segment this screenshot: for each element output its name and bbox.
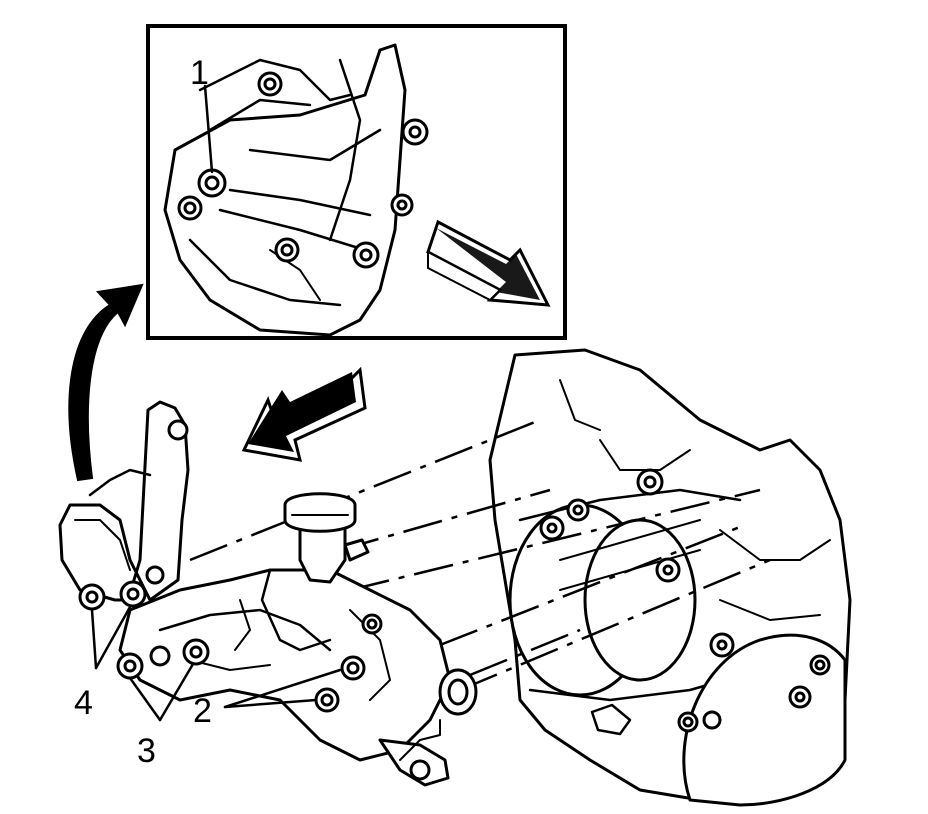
inset-bolt [257, 71, 283, 97]
engine-bolt [788, 685, 812, 709]
engine-bolt [655, 557, 681, 583]
inset-bolt [274, 237, 300, 263]
engine-bolt [566, 498, 590, 522]
engine-bolt [636, 468, 664, 496]
bolt-3 [116, 652, 144, 680]
direction-arrow-icon [241, 366, 367, 462]
callout-1-label: 1 [190, 54, 209, 92]
inset-bolt [401, 118, 429, 146]
curved-arrow-icon [68, 283, 144, 482]
callout-4-label: 4 [74, 684, 93, 722]
bracket-assembly-drawing [58, 400, 478, 787]
inset-bolt [197, 168, 227, 198]
bolt-2 [340, 655, 366, 681]
callout-2: 2 [193, 668, 342, 730]
alignment-lines [189, 418, 771, 692]
bolt-4 [78, 583, 106, 611]
bolt-3 [182, 638, 210, 666]
bolt-4 [119, 580, 147, 608]
small-clip [590, 703, 632, 736]
inset-bolt [352, 241, 380, 269]
inset-bolt [177, 195, 203, 221]
bolt-2 [314, 687, 340, 713]
engine-bolt [539, 515, 565, 541]
engine-bolt [677, 711, 699, 733]
bolt-2 [361, 613, 383, 635]
detail-inset: 1 [146, 24, 567, 340]
callout-2-label: 2 [193, 692, 212, 730]
callout-3-label: 3 [137, 732, 156, 770]
direction-arrow-icon [426, 219, 551, 307]
inset-bracket-drawing [163, 43, 429, 336]
engine-bolt [809, 654, 831, 676]
callout-1-leader [203, 84, 214, 174]
engine-bolt [709, 632, 735, 658]
callout-3: 3 [128, 662, 195, 770]
engine-block-drawing [488, 348, 852, 807]
callout-4: 4 [74, 605, 132, 722]
inset-bolt [390, 193, 414, 217]
